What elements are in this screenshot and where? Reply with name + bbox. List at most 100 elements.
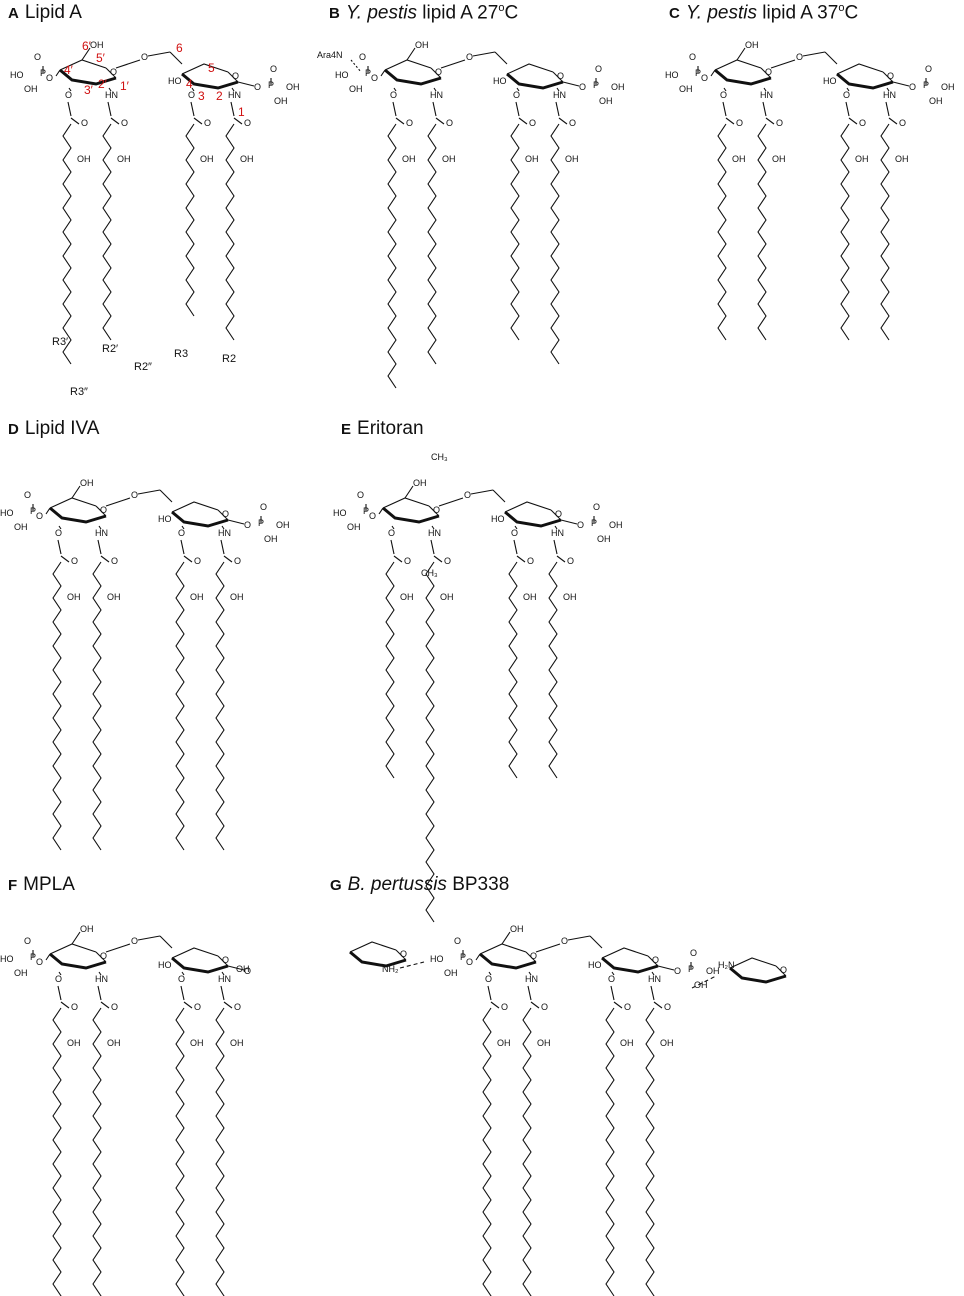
acyl-2prime-3oh: OH	[440, 592, 454, 602]
acyl-2prime-stub	[528, 971, 532, 976]
phosphate-4prime-oh1: HO	[10, 70, 24, 80]
phosphate-4prime-o: O	[24, 936, 31, 946]
oh-4: HO	[823, 76, 837, 86]
bond	[55, 69, 61, 77]
acyl-2-stub	[651, 971, 655, 976]
acyl-3prime-co	[395, 117, 405, 125]
acyl-2-stub	[221, 525, 225, 530]
acyl-2prime-co	[110, 117, 120, 125]
bond	[169, 51, 183, 65]
bond	[378, 507, 384, 515]
methyl-label: CH₃	[431, 452, 448, 462]
c6-link	[472, 51, 496, 57]
acyl-2-bond	[650, 985, 655, 1001]
acyl-3prime-carbonyl-o: O	[501, 1002, 508, 1012]
acyl-3-carbonyl-o: O	[624, 1002, 631, 1012]
acyl-3-stub	[514, 525, 518, 530]
acyl-3-stub	[181, 525, 185, 530]
acyl-2-carbonyl-o: O	[234, 1002, 241, 1012]
ring-gln-upper	[181, 63, 229, 75]
acyl-3-carbonyl-o: O	[529, 118, 536, 128]
position-number-7: 6	[176, 41, 183, 55]
acyl-2-carbonyl-o: O	[664, 1002, 671, 1012]
acyl-2prime-carbonyl-o: O	[541, 1002, 548, 1012]
acyl-2prime-3oh: OH	[772, 154, 786, 164]
acyl-2-3oh: OH	[660, 1038, 674, 1048]
acyl-3prime-carbonyl-o: O	[81, 118, 88, 128]
acyl-3-bond	[515, 101, 520, 117]
acyl-2prime-chain	[427, 123, 437, 365]
phosphate-1-oh2: OH	[264, 534, 278, 544]
acyl-3-chain	[605, 1007, 615, 1296]
ring-gln-prime-ring-o: O	[100, 951, 107, 961]
gln-right-lower	[729, 966, 787, 984]
panel-g-title-text: BP338	[446, 874, 510, 895]
ring-gln-prime-upper	[49, 497, 97, 509]
acyl-2-carbonyl-o: O	[569, 118, 576, 128]
acyl-2prime-stub	[763, 87, 767, 92]
glyco-link	[105, 943, 131, 953]
h2n-label: H₂N	[718, 960, 735, 970]
acyl-3prime-bond	[392, 101, 397, 117]
acyl-2prime-carbonyl-o: O	[111, 556, 118, 566]
r-group-label: R3″	[70, 386, 88, 398]
ring-gln-upper	[601, 947, 649, 959]
acyl-3prime-co	[725, 117, 735, 125]
acyl-3-bond	[180, 985, 185, 1001]
ring-gln-prime-ring-o-bond	[105, 67, 117, 79]
acyl-2prime-chain	[92, 1007, 102, 1296]
ara4n-bond	[350, 59, 362, 73]
c6-prime	[736, 47, 746, 61]
ring-gln-ring-o-bond	[882, 71, 894, 83]
ring-gln-ring-o: O	[887, 71, 894, 81]
bond	[824, 51, 838, 65]
acyl-3prime-link: O	[388, 528, 395, 538]
acyl-2-co	[888, 117, 898, 125]
ring-gln-prime-ring-o-bond	[428, 505, 440, 517]
ring-gln-lower	[171, 956, 229, 974]
c6-link	[567, 935, 591, 941]
ring-gln-prime-upper	[384, 59, 432, 71]
ring-gln-prime-ring-o-bond	[95, 951, 107, 963]
acyl-3-co	[613, 1001, 623, 1009]
acyl-2prime-stub	[98, 971, 102, 976]
acyl-2prime-bond	[430, 539, 435, 555]
panel-b-unit: C	[504, 2, 519, 24]
acyl-3prime-bond	[390, 539, 395, 555]
acyl-2prime-bond	[107, 101, 112, 117]
acyl-3-co	[183, 1001, 193, 1009]
acyl-2-link: HN	[218, 528, 231, 538]
o-4prime: O	[46, 73, 53, 83]
oh-1: OH	[236, 964, 250, 974]
acyl-3-co	[848, 117, 858, 125]
methyl-label: CH₃	[421, 568, 438, 578]
position-number-11: 2	[216, 89, 223, 103]
acyl-2prime-stub	[108, 87, 112, 92]
gln-right-upper	[729, 957, 777, 969]
acyl-3prime-chain	[62, 123, 72, 365]
phosphate-4prime-oh2: OH	[349, 84, 363, 94]
c6-link	[137, 489, 161, 495]
glyco-o: O	[796, 52, 803, 62]
acyl-2prime-3oh: OH	[107, 592, 121, 602]
oh-6prime: OH	[745, 40, 759, 50]
acyl-3prime-co	[70, 117, 80, 125]
nh2-label: NH₂	[382, 964, 399, 974]
oh-4: HO	[158, 960, 172, 970]
phosphate-1-o: O	[690, 948, 697, 958]
acyl-2-3oh: OH	[240, 154, 254, 164]
panel-a-letter: A	[8, 5, 19, 22]
acyl-3-carbonyl-o: O	[194, 556, 201, 566]
ring-gln-ring-o-bond	[552, 71, 564, 83]
c6-prime	[71, 485, 81, 499]
acyl-2-bond	[555, 101, 560, 117]
acyl-3-stub	[516, 87, 520, 92]
panel-d-title-text: Lipid IVA	[24, 418, 100, 439]
acyl-2-chain	[215, 1007, 225, 1296]
c6-prime	[81, 47, 91, 61]
acyl-3prime-link: O	[55, 974, 62, 984]
